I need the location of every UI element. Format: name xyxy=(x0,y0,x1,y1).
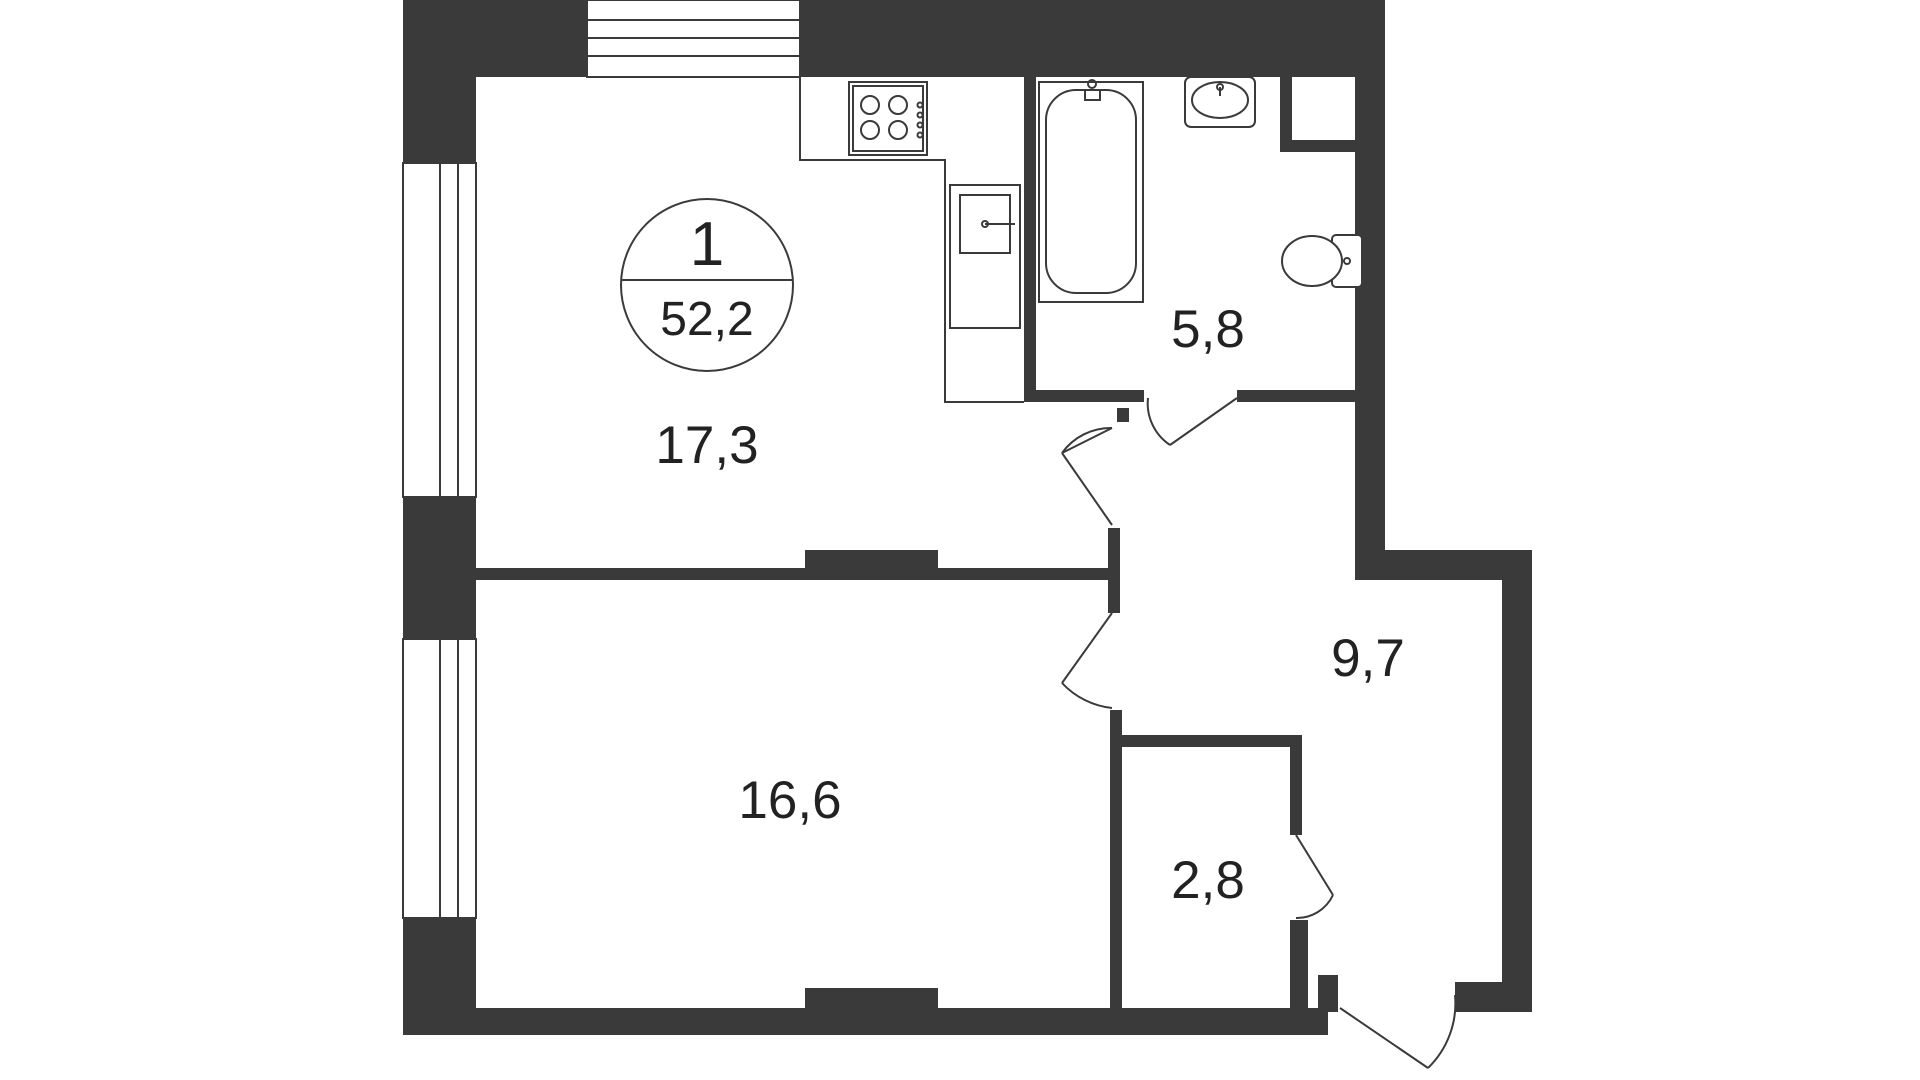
door-icon xyxy=(1339,994,1457,1069)
window-icon xyxy=(402,162,477,498)
kitchen-living-area-label: 17,3 xyxy=(655,416,758,475)
stove-icon xyxy=(848,81,928,156)
rooms-count: 1 xyxy=(690,210,724,279)
washbasin-icon xyxy=(1184,76,1256,128)
bedroom-area-label: 16,6 xyxy=(738,771,841,830)
window-icon xyxy=(402,638,477,919)
storage-area-label: 2,8 xyxy=(1171,851,1245,910)
total-area: 52,2 xyxy=(660,293,753,346)
door-icon xyxy=(1061,612,1113,709)
bathtub-icon xyxy=(1038,79,1144,303)
door-icon xyxy=(1146,397,1238,446)
bathroom-area-label: 5,8 xyxy=(1171,300,1245,359)
toilet-icon xyxy=(1281,234,1363,288)
interior-walls xyxy=(476,77,1385,1012)
hallway-area-label: 9,7 xyxy=(1331,629,1405,688)
kitchen-counter xyxy=(799,77,1024,403)
window-icon xyxy=(586,0,801,78)
apartment-badge: 1 52,2 xyxy=(620,198,794,372)
door-icon xyxy=(1295,834,1334,920)
sink-icon xyxy=(949,184,1021,329)
outer-walls xyxy=(403,0,1532,1035)
door-icon xyxy=(1061,426,1113,526)
